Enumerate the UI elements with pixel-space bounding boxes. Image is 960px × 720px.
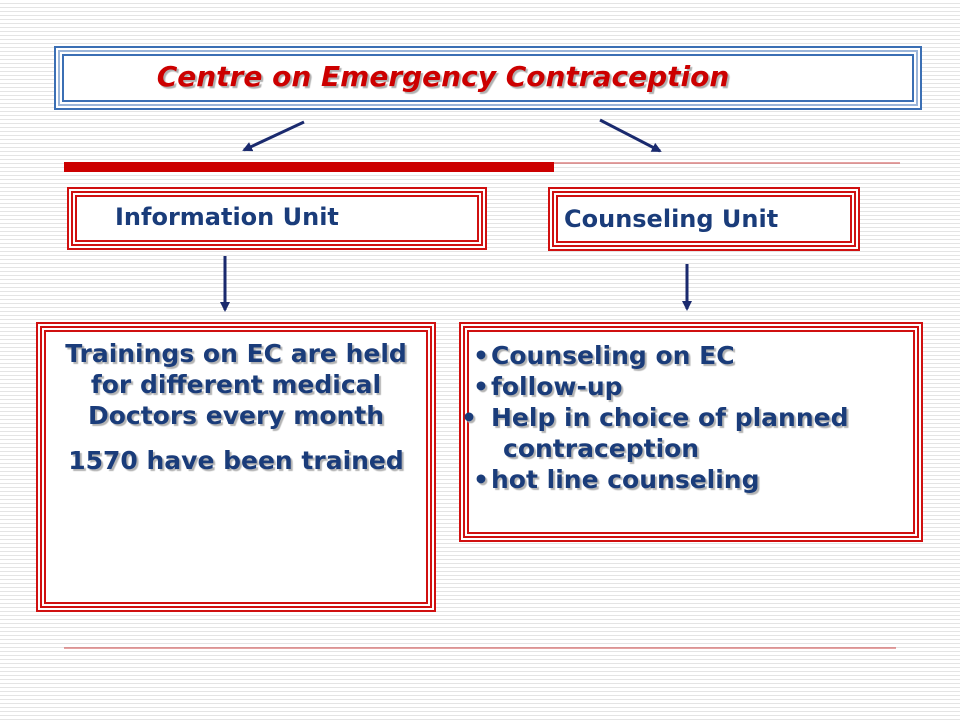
page-title: Centre on Emergency Contraception xyxy=(156,60,730,93)
training-description: Trainings on EC are held for different m… xyxy=(65,339,407,430)
list-item: •follow-up xyxy=(473,372,623,401)
bullet-icon: • xyxy=(473,341,489,370)
information-unit-box: Information Unit xyxy=(67,187,487,250)
bullet-icon: • xyxy=(461,403,477,432)
arrow-to-counseling xyxy=(599,118,662,153)
list-item: •hot line counseling xyxy=(473,465,760,494)
counseling-services-list: •Counseling on EC •follow-up •Help in ch… xyxy=(461,340,913,495)
arrow-to-information xyxy=(242,120,305,152)
list-item: •Help in choice of planned contraception xyxy=(461,403,849,463)
bullet-icon: • xyxy=(473,372,489,401)
title-box: Centre on Emergency Contraception xyxy=(54,46,922,110)
trained-count: 1570 have been trained xyxy=(68,446,404,475)
counseling-unit-box: Counseling Unit xyxy=(548,187,860,251)
counseling-content-box: •Counseling on EC •follow-up •Help in ch… xyxy=(459,322,923,542)
bullet-icon: • xyxy=(473,465,489,494)
information-unit-label: Information Unit xyxy=(115,203,339,231)
information-content-box: Trainings on EC are held for different m… xyxy=(36,322,436,612)
thick-red-divider xyxy=(64,162,554,172)
counseling-unit-label: Counseling Unit xyxy=(564,205,779,233)
list-item: •Counseling on EC xyxy=(473,341,735,370)
